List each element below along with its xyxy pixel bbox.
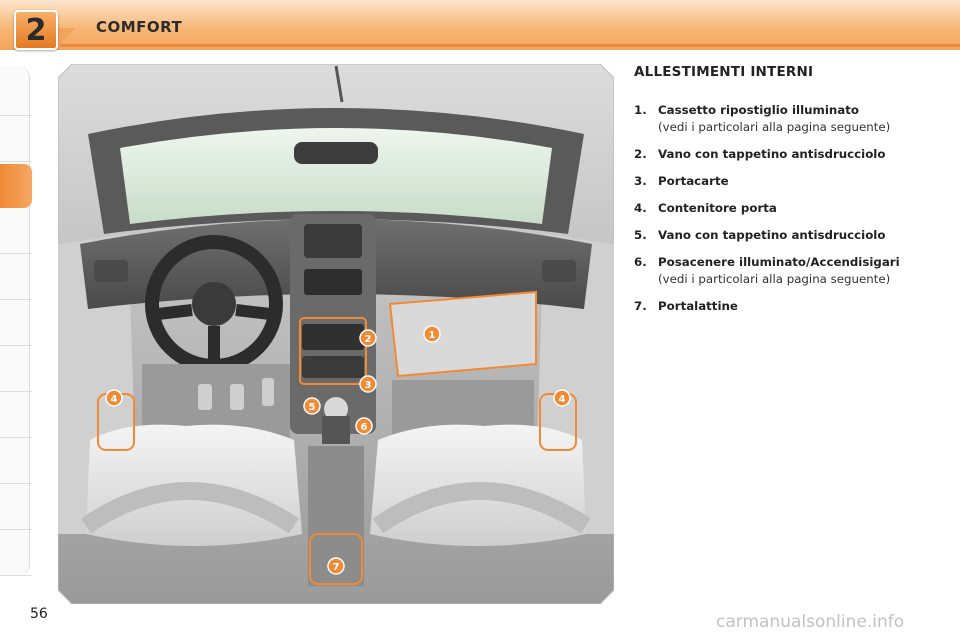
marker-4-right: 4 xyxy=(553,389,571,407)
svg-text:2: 2 xyxy=(365,334,372,345)
svg-text:7: 7 xyxy=(333,562,340,573)
marker-7: 7 xyxy=(327,557,345,575)
item-number: 6. xyxy=(634,255,647,269)
list-item: 3. Portacarte xyxy=(634,173,954,190)
cabin-illustration: 1 2 3 4 4 5 6 7 xyxy=(58,64,614,604)
item-note: (vedi i particolari alla pagina seguente… xyxy=(658,272,891,286)
marker-2: 2 xyxy=(359,329,377,347)
watermark-text: carmanualsonline.info xyxy=(716,612,905,632)
list-item: 5. Vano con tappetino antisdrucciolo xyxy=(634,227,954,244)
marker-3: 3 xyxy=(359,375,377,393)
chapter-tab-8[interactable] xyxy=(0,394,32,438)
svg-text:3: 3 xyxy=(365,380,372,391)
list-item: 7. Portalattine xyxy=(634,298,954,315)
chapter-tab-5[interactable] xyxy=(0,256,32,300)
chapter-tab-7[interactable] xyxy=(0,348,32,392)
item-label: Contenitore porta xyxy=(658,201,777,215)
list-item: 2. Vano con tappetino antisdrucciolo xyxy=(634,146,954,163)
chapter-number-badge: 2 xyxy=(14,10,58,50)
item-label: Cassetto ripostiglio illuminato xyxy=(658,103,859,117)
chapter-tab-10[interactable] xyxy=(0,486,32,530)
header-band xyxy=(0,0,960,50)
gear-knob xyxy=(324,397,348,421)
chapter-tab-6[interactable] xyxy=(0,302,32,346)
chapter-tab-9[interactable] xyxy=(0,440,32,484)
item-label: Portacarte xyxy=(658,174,729,188)
marker-6: 6 xyxy=(355,417,373,435)
rearview-mirror xyxy=(294,142,378,164)
glovebox-outline xyxy=(388,290,537,378)
marker-1: 1 xyxy=(423,325,441,343)
badge-tail xyxy=(56,28,76,47)
list-item: 6. Posacenere illuminato/Accendisigari (ve… xyxy=(634,254,954,288)
marker-5: 5 xyxy=(303,397,321,415)
chapter-tab-rail xyxy=(0,66,32,576)
svg-text:4: 4 xyxy=(559,394,566,405)
item-number: 7. xyxy=(634,299,647,313)
item-number: 2. xyxy=(634,147,647,161)
chapter-tab-1[interactable] xyxy=(0,72,32,116)
chapter-tab-3[interactable] xyxy=(0,164,32,208)
page-number: 56 xyxy=(30,606,48,622)
item-number: 1. xyxy=(634,103,647,117)
chapter-tab-4[interactable] xyxy=(0,210,32,254)
list-item: 4. Contenitore porta xyxy=(634,200,954,217)
item-number: 3. xyxy=(634,174,647,188)
list-item: 1. Cassetto ripostiglio illuminato (vedi i… xyxy=(634,102,954,136)
item-number: 4. xyxy=(634,201,647,215)
item-label: Vano con tappetino antisdrucciolo xyxy=(658,228,886,242)
item-label: Portalattine xyxy=(658,299,738,313)
svg-text:6: 6 xyxy=(361,422,368,433)
svg-text:5: 5 xyxy=(309,402,316,413)
marker-4-left: 4 xyxy=(105,389,123,407)
section-title: ALLESTIMENTI INTERNI xyxy=(634,64,814,80)
chapter-tab-2[interactable] xyxy=(0,118,32,162)
item-label: Posacenere illuminato/Accendisigari xyxy=(658,255,900,269)
svg-text:4: 4 xyxy=(111,394,118,405)
chapter-tab-11[interactable] xyxy=(0,532,32,576)
item-note: (vedi i particolari alla pagina seguente… xyxy=(658,120,891,134)
item-label: Vano con tappetino antisdrucciolo xyxy=(658,147,886,161)
chapter-title: COMFORT xyxy=(96,18,183,36)
item-number: 5. xyxy=(634,228,647,242)
equipment-list: 1. Cassetto ripostiglio illuminato (vedi i… xyxy=(634,102,954,325)
header-rule xyxy=(60,44,960,47)
windshield xyxy=(120,128,552,224)
svg-text:1: 1 xyxy=(429,330,436,341)
